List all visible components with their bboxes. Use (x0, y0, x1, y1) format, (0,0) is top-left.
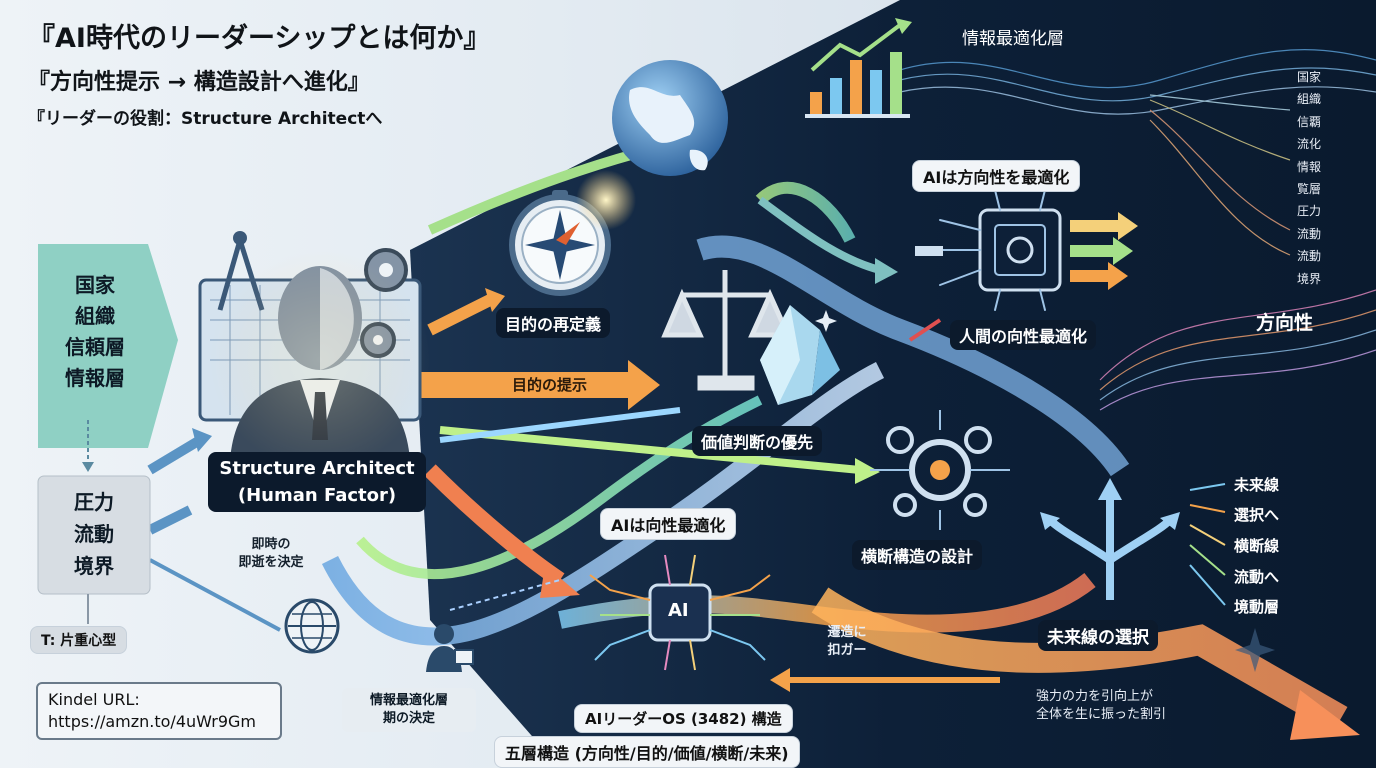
future-item: 横断線 (1234, 537, 1280, 555)
right-layer-item: 覧層 (1297, 182, 1322, 197)
subtitle-2: 『リーダーの役割：Structure Architectへ (28, 109, 383, 129)
mid-note-line: 扣ガー (827, 643, 867, 658)
bottom-left-note-line: 期の決定 (382, 711, 435, 726)
os-label: AIリーダーOS (3482) 構造 (574, 704, 793, 733)
right-layer-item: 国家 (1297, 70, 1322, 84)
future-item: 未来線 (1234, 476, 1280, 494)
architect-subtitle: (Human Factor) (237, 485, 397, 506)
future-item: 選択へ (1234, 506, 1280, 524)
architect-title: Structure Architect (219, 458, 415, 479)
right-layer-item: 境界 (1297, 271, 1322, 286)
gears-cluster-icon (870, 410, 1010, 530)
node-future-choice: 未来線の選択 (1038, 620, 1158, 651)
node-human-direction: 人間の向性最適化 (950, 320, 1097, 350)
node-ai-oriented: AIは向性最適化 (600, 508, 737, 540)
node-cross-design: 横断構造の設計 (852, 540, 983, 570)
kindle-box: Kindel URL: https://amzn.to/4uWr9Gm (36, 682, 282, 740)
mid-note: 遷造に 扣ガー (812, 624, 882, 660)
ai-chip-label: AI (668, 600, 689, 621)
mid-note-line: 遷造に (827, 625, 867, 640)
five-layer-label: 五層構造 (方向性/目的/価値/横断/未来) (494, 736, 800, 768)
main-title: 『AI時代のリーダーシップとは何か』 (28, 23, 491, 54)
node-purpose-redefine: 目的の再定義 (496, 308, 611, 338)
force-item: 圧力 (74, 490, 114, 514)
force-item: 流動 (74, 522, 114, 546)
node-ai-direction: AIは方向性を最適化 (912, 160, 1081, 192)
person-icon (426, 624, 474, 672)
node-value-priority: 価値判断の優先 (692, 426, 823, 456)
bottom-left-note-line: 情報最適化層 (369, 693, 448, 708)
bottom-right-note-line: 強力の力を引向上が (1036, 689, 1154, 704)
right-layer-item: 信覇 (1297, 114, 1322, 129)
future-item: 境動層 (1234, 598, 1280, 616)
left-layer-item: 信頼層 (65, 335, 125, 359)
info-layer-top: 情報最適化層 (962, 29, 1064, 49)
scale-icon (661, 270, 792, 391)
architect-label: Structure Architect (Human Factor) (208, 452, 426, 512)
bottom-right-note: 強力の力を引向上が 全体を生に振った割引 (1036, 688, 1226, 724)
left-layer-item: 情報層 (65, 366, 125, 390)
compass-icon (509, 170, 636, 296)
force-item: 境界 (74, 554, 114, 578)
bar-chart-icon (805, 18, 912, 118)
kindle-url-link[interactable]: https://amzn.to/4uWr9Gm (48, 712, 256, 731)
right-layer-item: 組織 (1297, 92, 1322, 107)
decision-note: 即時の 即逝を決定 (216, 536, 326, 572)
ai-chip-top (915, 189, 1138, 311)
kindle-label: Kindel URL: (48, 690, 140, 709)
tag-t: T: 片重心型 (30, 626, 128, 654)
right-layer-list: 国家 組織 信覇 流化 情報 覧層 圧力 流動 流動 境界 (1297, 66, 1321, 290)
left-layer-item: 国家 (75, 273, 115, 297)
force-list: 圧力 流動 境界 (38, 486, 150, 582)
right-layer-item: 流動 (1297, 249, 1322, 264)
bottom-left-note: 情報最適化層 期の決定 (342, 688, 476, 732)
direction-label: 方向性 (1256, 312, 1314, 334)
node-purpose-present: 目的の提示 (512, 376, 588, 394)
left-layer-list: 国家 組織 信頼層 情報層 (40, 270, 150, 394)
ai-circuit-bottom (589, 554, 771, 671)
decision-note-line: 即逝を決定 (238, 555, 304, 570)
left-layer-item: 組織 (75, 304, 115, 328)
architect-illustration (198, 231, 430, 470)
decision-note-line: 即時の (251, 537, 291, 552)
crystal-icon (760, 305, 840, 405)
future-item: 流動へ (1234, 568, 1280, 586)
world-icon (284, 598, 340, 654)
left-chevron-shape (38, 244, 178, 448)
right-layer-item: 圧力 (1297, 204, 1322, 219)
right-layer-item: 流化 (1297, 137, 1322, 152)
bottom-right-note-line: 全体を生に振った割引 (1036, 707, 1167, 722)
right-layer-item: 情報 (1297, 159, 1322, 174)
subtitle-1: 『方向性提示 → 構造設計へ進化』 (28, 70, 370, 95)
right-layer-item: 流動 (1297, 226, 1322, 241)
